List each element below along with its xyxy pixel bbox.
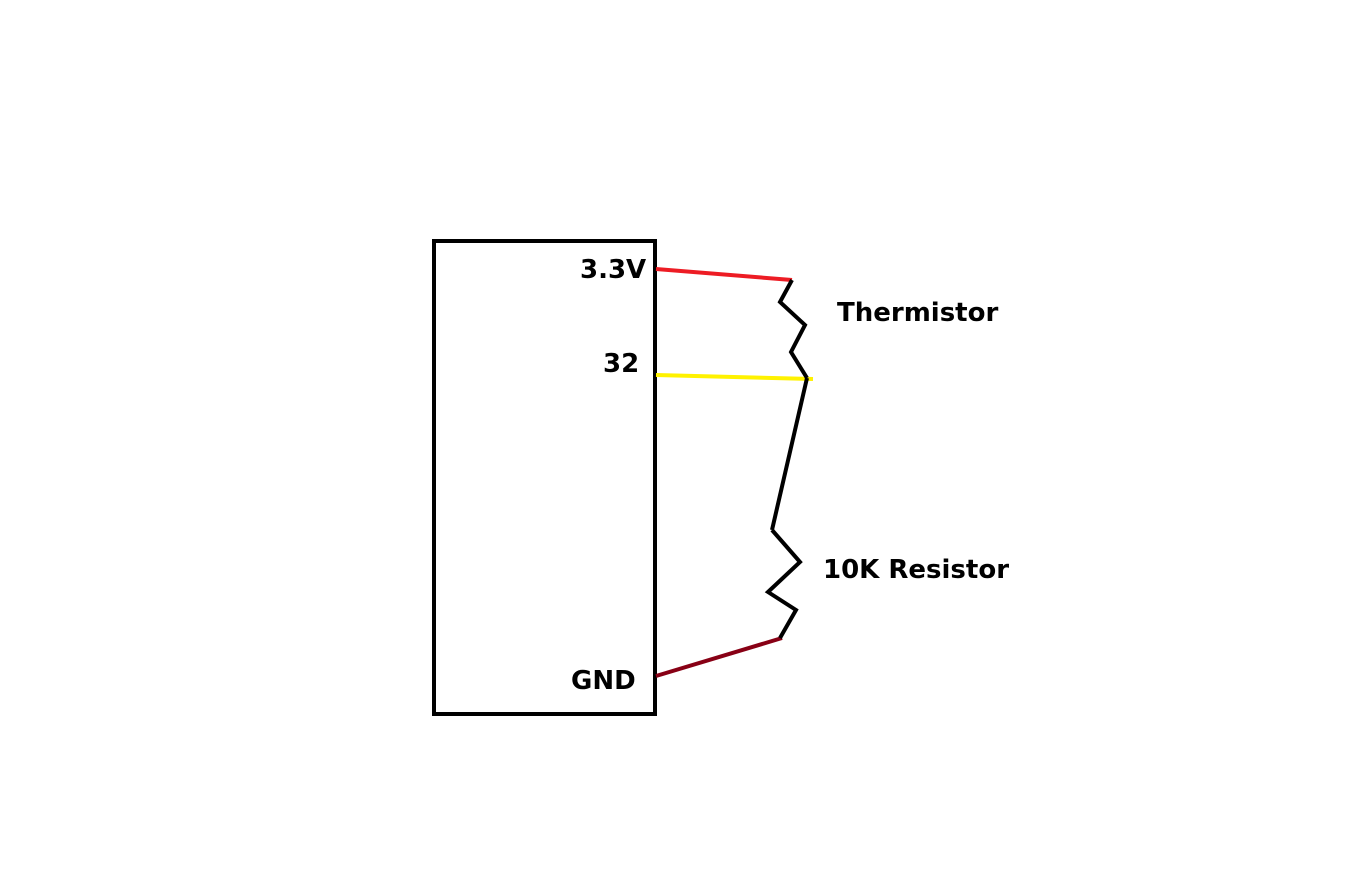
thermistor-symbol bbox=[777, 279, 809, 380]
resistor-label: 10K Resistor bbox=[823, 555, 1010, 585]
microcontroller-board bbox=[432, 239, 657, 716]
ground-wire bbox=[655, 636, 783, 678]
connecting-wire bbox=[770, 377, 809, 531]
thermistor-label: Thermistor bbox=[837, 298, 999, 328]
vcc-wire bbox=[655, 267, 793, 282]
resistor-symbol bbox=[764, 528, 803, 639]
pin-label-ground: GND bbox=[571, 666, 636, 696]
pin-label-vcc: 3.3V bbox=[580, 255, 647, 285]
pin-label-signal: 32 bbox=[603, 349, 640, 379]
signal-wire bbox=[655, 373, 814, 381]
